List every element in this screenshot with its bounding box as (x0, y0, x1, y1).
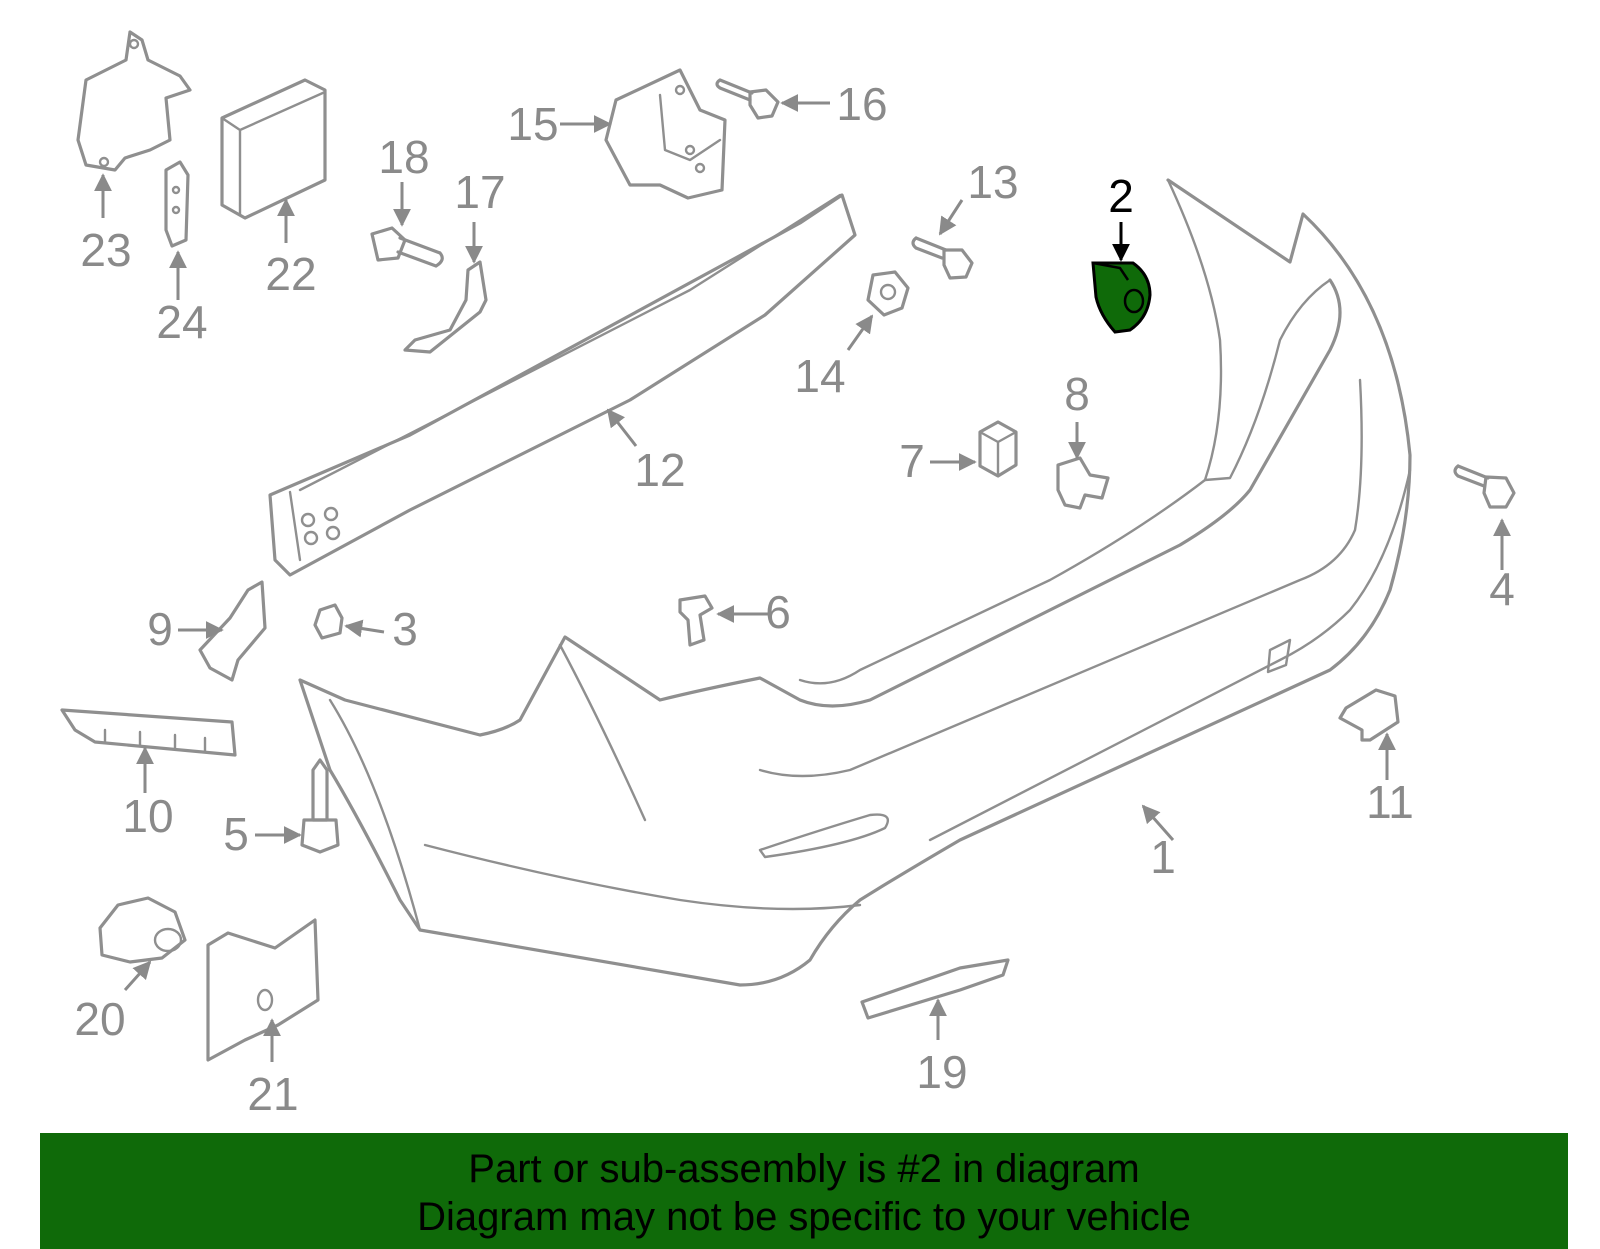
callout-13: 13 (967, 156, 1018, 208)
bolt-18-part (370, 226, 444, 268)
footer-banner: Part or sub-assembly is #2 in diagram Di… (40, 1133, 1568, 1249)
callout-11: 11 (1366, 776, 1414, 828)
pin-6-part (678, 594, 714, 647)
module-22-part (220, 78, 327, 220)
callout-3: 3 (392, 603, 418, 655)
callout-19: 19 (916, 1046, 967, 1098)
callout-labels: 1 2 3 4 5 6 7 8 9 10 11 12 13 14 15 16 1… (74, 78, 1514, 1120)
clip-11-part (1338, 688, 1400, 742)
footer-line-1: Part or sub-assembly is #2 in diagram (468, 1147, 1140, 1191)
callout-18: 18 (378, 131, 429, 183)
grommet-3-part (313, 603, 344, 640)
callout-22: 22 (265, 248, 316, 300)
callout-12: 12 (634, 444, 685, 496)
callout-1: 1 (1150, 831, 1176, 883)
part-2-highlighted[interactable] (1091, 261, 1152, 334)
bracket-17-part (403, 260, 488, 354)
reinforcement-beam-part (268, 193, 857, 577)
bolt-16-part (715, 78, 780, 120)
bracket-23-part (76, 30, 192, 172)
callout-2-selected: 2 (1108, 170, 1134, 222)
callout-10: 10 (122, 790, 173, 842)
clip-7-part (978, 420, 1018, 478)
bracket-21-part (206, 918, 320, 1062)
sensor-20-part (98, 896, 187, 964)
bumper-cover-part (298, 178, 1412, 987)
callout-5: 5 (223, 808, 249, 860)
nut-14-part (866, 270, 910, 317)
callout-4: 4 (1489, 563, 1515, 615)
callout-21: 21 (247, 1068, 298, 1120)
leader-lines (94, 94, 1511, 1062)
bolt-13-part (911, 236, 974, 280)
reflector-10-part (60, 708, 237, 757)
callout-17: 17 (454, 166, 505, 218)
bolt-5-part (300, 758, 340, 854)
clip-8-part (1056, 456, 1110, 510)
callout-6: 6 (765, 586, 791, 638)
reflector-19-part (860, 958, 1010, 1020)
callout-16: 16 (836, 78, 887, 130)
callout-20: 20 (74, 993, 125, 1045)
bolt-4-part (1453, 464, 1516, 509)
callout-7: 7 (899, 435, 925, 487)
callout-8: 8 (1064, 368, 1090, 420)
callout-15: 15 (507, 98, 558, 150)
callout-14: 14 (794, 350, 845, 402)
strip-24-part (164, 160, 190, 248)
callout-9: 9 (147, 603, 173, 655)
footer-line-2: Diagram may not be specific to your vehi… (417, 1195, 1191, 1239)
bracket-15-part (604, 68, 727, 200)
callout-24: 24 (156, 296, 207, 348)
callout-23: 23 (80, 224, 131, 276)
